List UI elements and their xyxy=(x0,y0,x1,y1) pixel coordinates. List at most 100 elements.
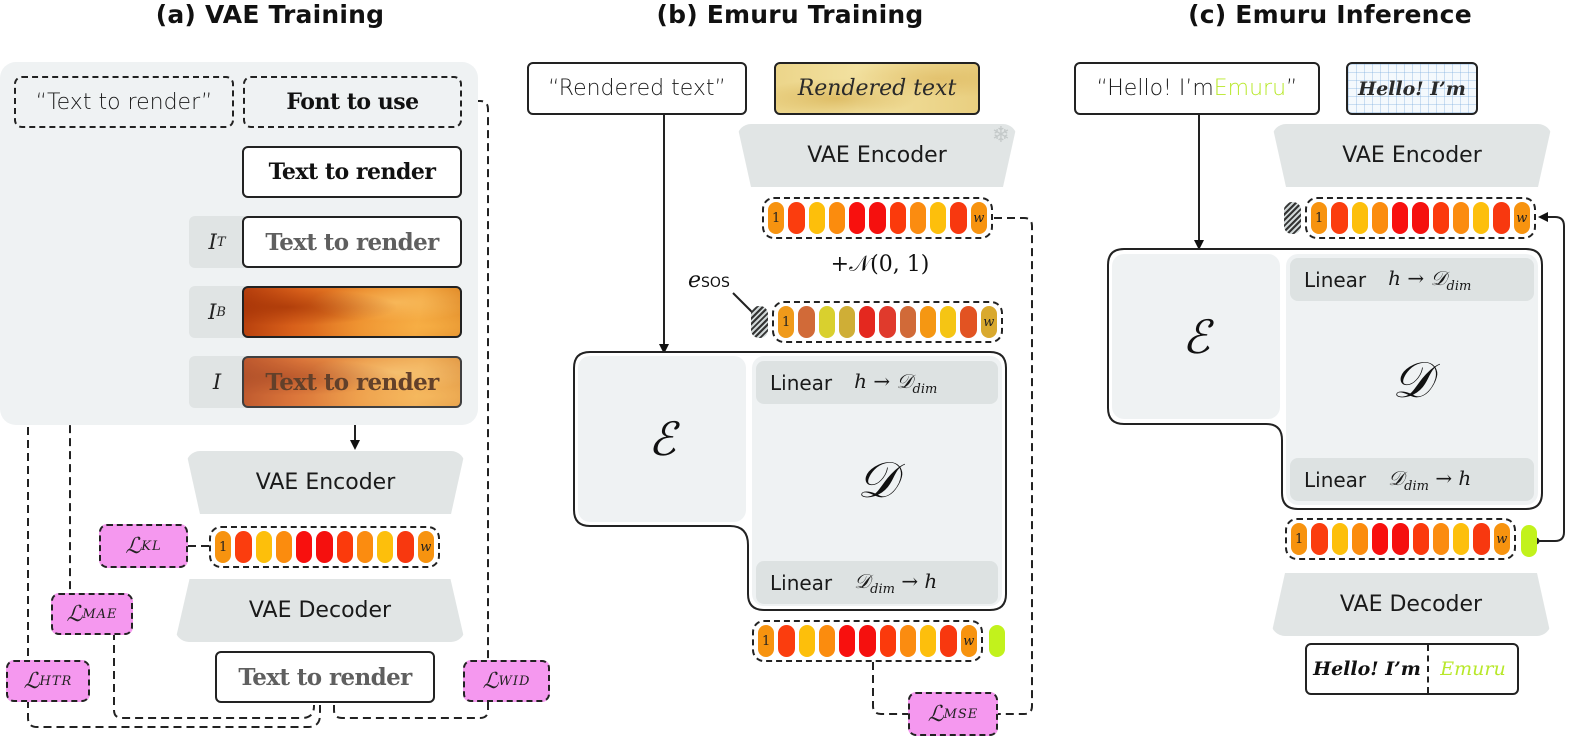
latent-token xyxy=(316,531,333,563)
panel-b-decoder-symbol-wrap: 𝒟 xyxy=(752,440,1002,520)
sos-pointer xyxy=(732,292,753,313)
panel-c-linear-in-math: h → 𝒟 xyxy=(1388,265,1447,290)
i-text: Text to render xyxy=(265,368,439,396)
it-text: Text to render xyxy=(265,228,439,256)
panel-a-vae-decoder: VAE Decoder xyxy=(175,579,465,642)
linear-in-math: h → 𝒟 xyxy=(854,368,913,393)
latent-token xyxy=(275,531,293,563)
sos-sub: SOS xyxy=(701,275,730,291)
latent-token: 1 xyxy=(215,531,232,563)
panel-c-output-image: Hello! I’m Emuru xyxy=(1305,643,1519,695)
loss-mse-symbol: ℒ xyxy=(927,701,944,727)
latent-token xyxy=(808,202,825,234)
reconstructed-text: Text to render xyxy=(238,663,412,691)
panel-b-style-image: Rendered text xyxy=(774,62,980,115)
latent-token xyxy=(1331,523,1348,555)
dash-font-to-wid xyxy=(462,100,489,662)
panel-c-linear-out-math-post: → h xyxy=(1435,465,1472,490)
latent-token xyxy=(1372,523,1389,555)
panel-b-vae-encoder-label: VAE Encoder xyxy=(807,143,947,168)
noise-label: +𝒩(0, 1) xyxy=(830,252,930,277)
latent-token: 1 xyxy=(1311,202,1328,234)
latent-token: 1 xyxy=(768,202,785,234)
panel-b-encoder-symbol: ℰ xyxy=(648,412,676,466)
latent-token xyxy=(356,531,374,563)
panel-c-style-image: Hello! I’m xyxy=(1346,62,1478,115)
panel-b-text-input: “Rendered text” xyxy=(527,62,747,115)
linear-out-sub: dim xyxy=(870,581,895,597)
latent-token xyxy=(879,625,896,657)
latent-token xyxy=(940,625,957,657)
dash-htr-to-output xyxy=(27,700,321,728)
latent-token xyxy=(920,625,937,657)
linear-in-label: Linear xyxy=(770,370,833,395)
latent-token xyxy=(919,306,937,338)
loss-htr-sub: HTR xyxy=(39,673,73,689)
latent-token xyxy=(336,531,353,563)
panel-c-linear-in-sub: dim xyxy=(1446,278,1472,294)
panel-b-eos-token xyxy=(989,625,1005,657)
vae-encoder-label: VAE Encoder xyxy=(255,470,396,495)
latent-token xyxy=(839,625,856,657)
linear-out-label: Linear xyxy=(770,570,833,595)
panel-c-title: (c) Emuru Inference xyxy=(1188,0,1472,29)
dash-latent-to-mse xyxy=(994,217,1033,715)
latent-token xyxy=(889,202,906,234)
panel-c-vae-encoder-label: VAE Encoder xyxy=(1342,143,1482,168)
panel-b-style-image-text: Rendered text xyxy=(797,76,957,101)
latent-token xyxy=(296,531,313,563)
panel-b-vae-encoder: VAE Encoder xyxy=(737,124,1017,187)
i-symbol: I xyxy=(212,370,222,394)
panel-c-text-pre: “Hello! I’m xyxy=(1096,76,1214,101)
panel-c-linear-in-label: Linear xyxy=(1304,267,1367,292)
panel-b-linear-in: Linear h → 𝒟dim xyxy=(756,361,998,404)
latent-token xyxy=(1453,523,1470,555)
arrow-autoregressive-feedback xyxy=(1536,212,1565,542)
loss-mae-symbol: ℒ xyxy=(66,601,83,627)
latent-token xyxy=(1473,523,1490,555)
panel-c-text-post: ” xyxy=(1286,76,1298,101)
latent-token xyxy=(879,306,896,338)
latent-token xyxy=(899,625,917,657)
latent-token: w xyxy=(980,306,997,338)
latent-token xyxy=(1412,202,1429,234)
latent-token xyxy=(235,531,252,563)
latent-token xyxy=(940,306,957,338)
latent-token xyxy=(1351,202,1368,234)
panel-c-encoder-block: ℰ xyxy=(1112,254,1280,419)
ib-background-image xyxy=(242,286,462,338)
latent-token xyxy=(1493,202,1510,234)
text-input-label: “Text to render” xyxy=(35,89,213,115)
latent-token: w xyxy=(960,625,977,657)
latent-token: 1 xyxy=(758,625,775,657)
latent-token xyxy=(1452,202,1470,234)
latent-token xyxy=(798,306,815,338)
latent-token xyxy=(859,306,876,338)
it-image-box: Text to render xyxy=(242,216,462,268)
latent-token xyxy=(1311,523,1328,555)
linear-out-math-post: → h xyxy=(901,568,938,593)
latent-token xyxy=(1432,523,1450,555)
latent-token xyxy=(818,306,835,338)
latent-token xyxy=(1371,202,1389,234)
panel-c-style-image-text: Hello! I’m xyxy=(1358,77,1466,100)
latent-token xyxy=(818,625,836,657)
latent-token xyxy=(1392,523,1409,555)
latent-token xyxy=(909,202,927,234)
panel-c-sos-token xyxy=(1284,202,1301,234)
latent-token xyxy=(1432,202,1449,234)
latent-token: w xyxy=(1513,202,1530,234)
latent-token xyxy=(1331,202,1348,234)
latent-token xyxy=(1392,202,1409,234)
